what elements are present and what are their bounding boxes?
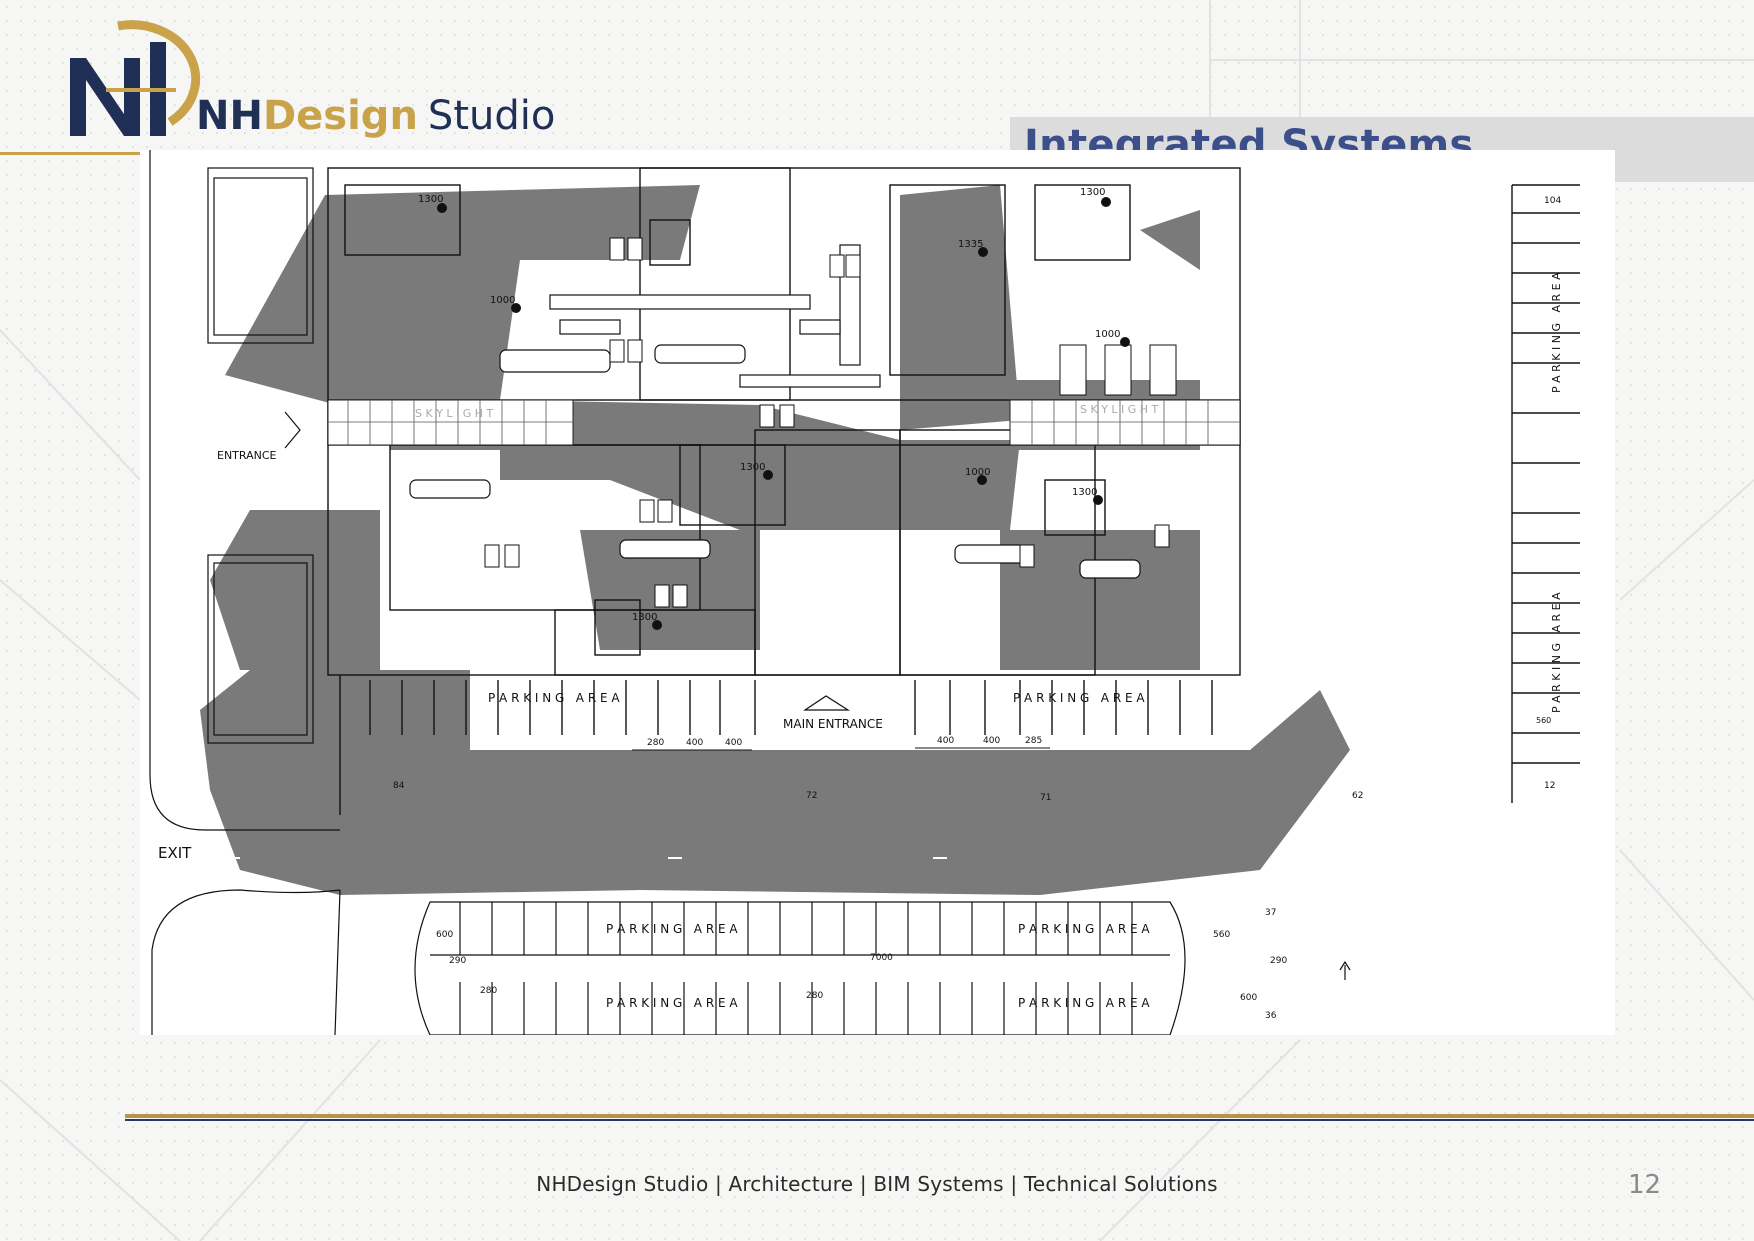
skylight-strips [327,399,1241,446]
parking-label-front-left: P A R K I N G A R E A [488,691,620,705]
front-dimensions: 280 400 400 400 400 285 [647,736,1042,748]
dim-front-6: 285 [1025,736,1042,746]
dim-front-4: 400 [937,736,954,746]
exit-label: EXIT [158,844,192,862]
elevation-targets [437,197,1130,630]
parking-label-island-top-left: P A R K I N G A R E A [606,922,738,936]
elevation-5: 1335 [958,239,983,250]
dim-island-3: 280 [806,991,823,1001]
lower-parking-island [414,901,1186,1035]
elevation-8: 1000 [965,467,990,478]
dim-island-1: 7000 [870,953,893,963]
elevation-2: 1000 [490,295,515,306]
lower-parking-stalls [430,902,1170,1035]
spot-36: 36 [1265,1011,1277,1021]
elevation-7: 1000 [1095,329,1120,340]
nh-monogram-icon [70,20,201,136]
brand-name-design: Design [262,93,418,139]
elevation-6: 1300 [1080,187,1105,198]
dim-island-6: 560 [1213,930,1230,940]
plan-shadows [200,185,1350,895]
spot-37: 37 [1265,908,1276,918]
skylight-grid [328,400,1240,445]
spot-72: 72 [806,791,817,801]
elevation-4: 1300 [632,612,657,623]
elevation-3: 1300 [740,462,765,473]
spot-104: 104 [1544,196,1561,206]
spot-62: 62 [1352,791,1363,801]
dim-side: 560 [1536,716,1551,725]
parking-label-island-bottom-right: P A R K I N G A R E A [1018,996,1150,1010]
dim-front-2: 400 [686,738,703,748]
hvac-ductwork [409,244,1141,579]
page-number: 12 [1628,1170,1662,1200]
dim-island-5: 600 [1240,993,1257,1003]
parking-label-vertical-2: P A R K I N G A R E A [1550,592,1563,713]
footer-rule-navy [125,1119,1754,1121]
spot-84: 84 [393,781,405,791]
side-parking-strip: 104 12 P A R K I N G A R E A P A R K I N… [1510,183,1582,803]
north-arrow-icon [1339,960,1351,980]
parking-label-front-right: P A R K I N G A R E A [1013,691,1145,705]
mechanical-units [484,237,1177,608]
side-parking-svg: 104 12 P A R K I N G A R E A P A R K I N… [1511,184,1580,803]
dim-front-1: 280 [647,738,664,748]
elevation-1: 1300 [418,194,443,205]
brand-name-studio: Studio [427,93,556,139]
dim-front-3: 400 [725,738,742,748]
site-plan-svg: S K Y L I G H T S K Y L I G H T 1300 100… [149,150,1363,1035]
parking-label-vertical-1: P A R K I N G A R E A [1550,272,1563,393]
island-dimensions: 7000 280 280 600 600 560 290 290 [436,930,1287,1003]
main-entrance-label: MAIN ENTRANCE [783,717,883,731]
entrance-label: ENTRANCE [217,449,277,462]
footer-rule-gold [125,1114,1754,1118]
elevation-9: 1300 [1072,487,1097,498]
dimension-lines-front [632,747,1050,751]
skylight-label-west: S K Y L I G H T [415,407,494,420]
dim-island-2: 280 [480,986,497,996]
parking-label-island-top-right: P A R K I N G A R E A [1018,922,1150,936]
dim-island-4: 600 [436,930,453,940]
parking-label-island-bottom-left: P A R K I N G A R E A [606,996,738,1010]
spot-71: 71 [1040,793,1051,803]
main-entrance-canopy [803,695,851,711]
spot-12-side: 12 [1544,781,1555,791]
dim-island-8: 290 [1270,956,1287,966]
site-left [149,150,341,1035]
front-parking-stalls [339,675,1213,815]
dim-front-5: 400 [983,736,1000,746]
footer-text: NHDesign Studio | Architecture | BIM Sys… [536,1172,1218,1196]
dim-island-7: 290 [449,956,466,966]
site-plan-drawing: S K Y L I G H T S K Y L I G H T 1300 100… [140,150,1615,1035]
elevation-markers: 1300 1000 1300 1300 1335 1300 1000 1000 … [418,187,1120,623]
brand-name-nh: NH [196,93,263,139]
skylight-label-east: S K Y L I G H T [1080,403,1159,416]
